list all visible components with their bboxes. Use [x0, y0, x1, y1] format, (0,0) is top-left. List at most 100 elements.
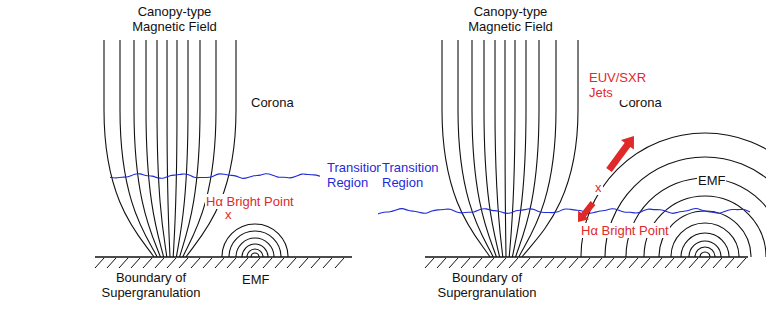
- ground-hatch: [251, 258, 260, 268]
- ground-hatch: [653, 258, 662, 268]
- flux-label: EMF: [697, 173, 726, 188]
- ground-hatch: [119, 258, 128, 268]
- field-line: [505, 40, 506, 257]
- field-line: [146, 40, 164, 257]
- ground-hatch: [227, 258, 236, 268]
- transition-region-line: [110, 174, 320, 179]
- field-line: [183, 40, 216, 257]
- ground-hatch: [143, 258, 152, 268]
- ground-hatch: [95, 258, 104, 268]
- ground-hatch: [461, 258, 470, 268]
- flux-loop: [222, 224, 288, 257]
- ground-hatch: [617, 258, 626, 268]
- field-line: [519, 40, 556, 257]
- ground-hatch: [569, 258, 578, 268]
- ground-hatch: [449, 258, 458, 268]
- flux-loop: [229, 231, 281, 257]
- ground-hatch: [437, 258, 446, 268]
- emerging-flux-loops: [581, 133, 766, 257]
- field-line: [484, 40, 500, 257]
- flow-arrow: [578, 201, 595, 222]
- reconnection-marker: x: [224, 207, 233, 222]
- flux-loop: [689, 241, 721, 257]
- flux-loop: [581, 133, 766, 257]
- field-line: [442, 40, 490, 257]
- label-slot: Corona: [250, 95, 295, 110]
- panel-title: Canopy-type Magnetic Field: [458, 4, 563, 34]
- label-slot: x: [224, 207, 233, 222]
- ground-hatch: [605, 258, 614, 268]
- flux-loop: [626, 178, 766, 257]
- ground-hatch: [287, 258, 296, 268]
- field-line: [157, 40, 167, 257]
- field-line: [186, 40, 236, 257]
- ground-hatch: [629, 258, 638, 268]
- ground-hatch: [425, 258, 434, 268]
- ground-hatch: [167, 258, 176, 268]
- ground-hatch: [323, 258, 332, 268]
- flux-loop: [700, 252, 710, 257]
- field-line: [509, 40, 515, 257]
- ground-hatch: [509, 258, 518, 268]
- ground-hatch: [521, 258, 530, 268]
- ground-hatch: [677, 258, 686, 268]
- ground-hatch: [701, 258, 710, 268]
- event-label: EUV/SXR Jets: [588, 70, 648, 100]
- ground-hatch: [533, 258, 542, 268]
- ground-hatch: [665, 258, 674, 268]
- ground-hatch: [497, 258, 506, 268]
- ground-hatch: [593, 258, 602, 268]
- canopy-field-lines: [104, 40, 236, 257]
- flux-loop: [681, 233, 729, 257]
- flux-loop: [247, 249, 263, 257]
- ground-hatch: [203, 258, 212, 268]
- label-slot: Canopy-type Magnetic Field: [458, 4, 563, 34]
- field-line: [120, 40, 157, 257]
- ground-hatch: [689, 258, 698, 268]
- ground-hatch: [299, 258, 308, 268]
- field-line: [458, 40, 493, 257]
- region-label: Corona: [250, 95, 295, 110]
- event-label: Hα Bright Point: [580, 223, 670, 238]
- label-slot: Hα Bright Point: [580, 223, 670, 238]
- field-line: [167, 40, 170, 257]
- ground-hatch: [311, 258, 320, 268]
- ground-hatch: [191, 258, 200, 268]
- ground-hatch: [215, 258, 224, 268]
- ground-hatch: [713, 258, 722, 268]
- ground-hatch: [263, 258, 272, 268]
- canopy-field-lines: [442, 40, 578, 257]
- boundary-label: Boundary of Supergranulation: [92, 270, 210, 300]
- transition-region-line: [378, 209, 750, 214]
- flux-loop: [671, 223, 739, 257]
- ground-hatch: [275, 258, 284, 268]
- ground-hatch: [131, 258, 140, 268]
- label-slot: EMF: [697, 173, 726, 188]
- field-line: [495, 40, 503, 257]
- emerging-flux-loops: [222, 224, 288, 257]
- ground-hatch: [737, 258, 746, 268]
- event-label: Hα Bright Point: [205, 194, 295, 209]
- panel-title: Canopy-type Magnetic Field: [122, 4, 227, 34]
- ground-hatch: [473, 258, 482, 268]
- field-line: [173, 40, 177, 257]
- label-slot: EMF: [241, 272, 270, 287]
- flux-loop: [236, 238, 274, 257]
- ground-hatch: [725, 258, 734, 268]
- reconnection-marker: x: [594, 180, 603, 195]
- flux-loop: [242, 244, 268, 257]
- ground-hatch: [107, 258, 116, 268]
- ground-hatch: [581, 258, 590, 268]
- flow-arrow: [606, 136, 634, 172]
- flux-loop: [605, 157, 766, 257]
- field-line: [512, 40, 526, 257]
- label-slot: Transition Region: [381, 160, 445, 190]
- boundary-label: Boundary of Supergranulation: [428, 270, 546, 300]
- label-slot: x: [594, 180, 603, 195]
- ground-hatch: [545, 258, 554, 268]
- photosphere-ground: [95, 257, 352, 268]
- ground-line: [95, 256, 352, 257]
- flux-loop: [251, 253, 259, 257]
- photosphere-ground: [425, 257, 748, 268]
